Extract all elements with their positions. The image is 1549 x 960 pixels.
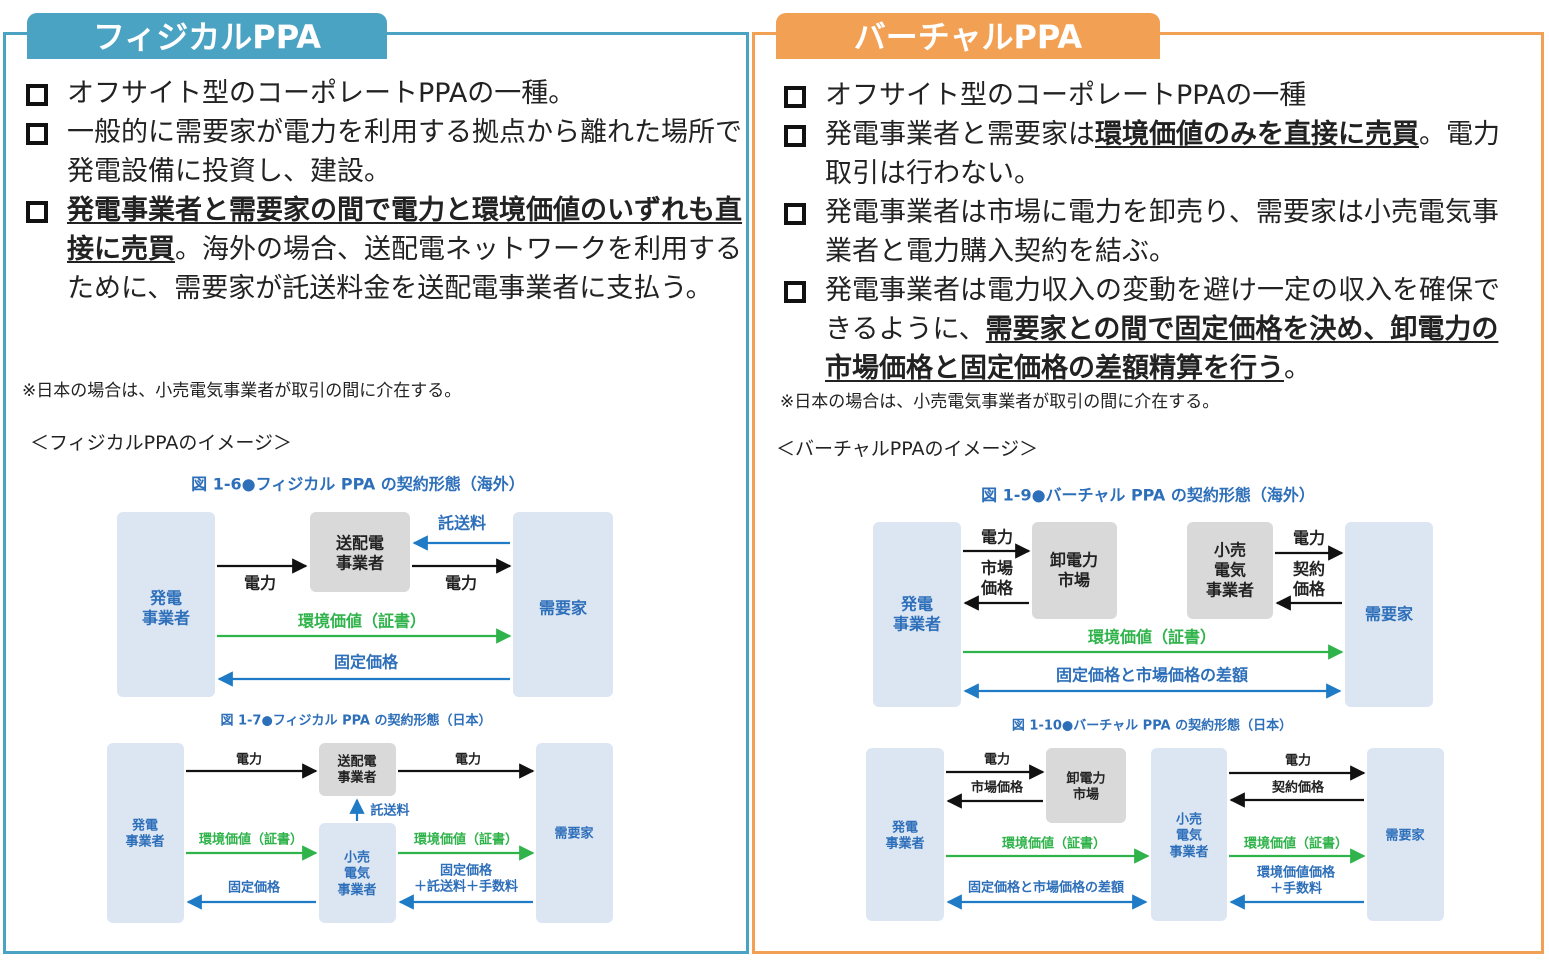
bullet-item: オフサイト型のコーポレートPPAの一種	[780, 76, 1525, 115]
grid-operator-label: 送配電事業者	[336, 753, 376, 785]
bullet-text: 一般的に需要家が電力を利用する拠点から離れた場所で発電設備に投資し、建設。	[67, 117, 742, 187]
bullet-text: 発電事業者は電力収入の変動を避け一定の収入を確保できるように、	[825, 275, 1500, 345]
bullet-item: 一般的に需要家が電力を利用する拠点から離れた場所で発電設備に投資し、建設。	[22, 113, 742, 191]
consumer-label: 需要家	[1365, 605, 1414, 624]
environmental-value-label: 環境価値（証書）	[1244, 836, 1348, 852]
virtual-ppa-tab: バーチャルPPA	[776, 13, 1160, 59]
bullet-text: 発電事業者と需要家は	[825, 119, 1095, 150]
environmental-value-label: 環境価値（証書）	[414, 832, 518, 848]
environmental-value-label: 環境価値（証書）	[1088, 628, 1216, 647]
bullet-text: 発電事業者は市場に電力を卸売り、需要家は小売電気事業者と電力購入契約を結ぶ。	[825, 197, 1499, 267]
fixed-price-label: 固定価格＋託送料＋手数料	[414, 862, 518, 894]
power-label: 電力	[1285, 753, 1311, 769]
retail-supplier-label: 小売電気事業者	[1169, 811, 1208, 860]
generator-box	[117, 512, 215, 697]
checkbox-square-icon	[26, 201, 48, 223]
wholesale-market-label: 卸電力市場	[1066, 770, 1105, 802]
emphasized-text: 環境価値のみを直接に売買	[1095, 119, 1419, 150]
price-difference-label: 固定価格と市場価格の差額	[968, 880, 1124, 896]
contract-price-label: 契約価格	[1271, 780, 1325, 796]
figure-title: 図 1-6●フィジカル PPA の契約形態（海外）	[191, 475, 525, 494]
consumer-box	[513, 512, 613, 697]
power-label: 電力	[984, 752, 1010, 768]
consumer-label: 需要家	[539, 599, 588, 618]
emphasized-text: 需要家との間で固定価格を決め、卸電力の市場価格と固定価格の差額精算を行う	[825, 314, 1499, 384]
wholesale-market-box	[1032, 522, 1117, 619]
bullet-item: 発電事業者と需要家の間で電力と環境価値のいずれも直接に売買。海外の場合、送配電ネ…	[22, 191, 742, 308]
power-label: 電力	[981, 528, 1013, 547]
grid-operator-label: 送配電事業者	[335, 534, 384, 573]
environmental-value-price-label: 環境価値価格＋手数料	[1257, 864, 1336, 896]
retail-supplier-box	[1187, 522, 1273, 619]
fixed-price-label: 固定価格	[228, 880, 281, 896]
retail-supplier-box	[319, 823, 396, 923]
generator-box	[107, 743, 184, 923]
figure-title: 図 1-7●フィジカル PPA の契約形態（日本）	[220, 713, 491, 729]
grid-operator-box	[319, 743, 396, 796]
wheeling-fee-label: 託送料	[370, 803, 409, 819]
power-label: 電力	[236, 752, 262, 768]
power-label: 電力	[1293, 529, 1325, 548]
contract-price-label: 契約価格	[1292, 560, 1326, 599]
bullet-item: 発電事業者は市場に電力を卸売り、需要家は小売電気事業者と電力購入契約を結ぶ。	[780, 193, 1525, 271]
environmental-value-label: 環境価値（証書）	[1002, 836, 1106, 852]
checkbox-square-icon	[26, 84, 48, 106]
fixed-price-label: 固定価格	[334, 653, 399, 672]
checkbox-square-icon	[26, 123, 48, 145]
market-price-label: 市場価格	[971, 780, 1024, 796]
bullet-text: 。海外の場合、送配電ネットワークを利用するために、需要家が託送料金を送配電事業者…	[67, 234, 742, 304]
virtual-ppa-note: ※日本の場合は、小売電気事業者が取引の間に介在する。	[780, 392, 1220, 412]
environmental-value-label: 環境価値（証書）	[199, 832, 303, 848]
figure-title: 図 1-10●バーチャル PPA の契約形態（日本）	[1012, 718, 1292, 734]
bullet-item: 発電事業者と需要家は環境価値のみを直接に売買。電力取引は行わない。	[780, 115, 1525, 193]
consumer-label: 需要家	[1385, 828, 1425, 844]
generator-label: 発電事業者	[142, 589, 190, 628]
virtual-ppa-image-label: ＜バーチャルPPAのイメージ＞	[776, 438, 1039, 460]
consumer-box	[1367, 748, 1444, 921]
wheeling-fee-label: 託送料	[438, 514, 486, 533]
consumer-label: 需要家	[554, 826, 594, 842]
consumer-box	[1345, 522, 1433, 707]
bullet-text: オフサイト型のコーポレートPPAの一種。	[67, 78, 576, 109]
power-label: 電力	[445, 574, 477, 593]
retail-supplier-label: 小売電気事業者	[337, 849, 376, 898]
checkbox-square-icon	[784, 86, 806, 108]
figure-title: 図 1-9●バーチャル PPA の契約形態（海外）	[981, 486, 1315, 505]
generator-label: 発電事業者	[893, 595, 941, 634]
physical-ppa-image-label: ＜フィジカルPPAのイメージ＞	[30, 432, 292, 454]
generator-label: 発電事業者	[885, 819, 924, 851]
power-label: 電力	[455, 752, 481, 768]
consumer-box	[536, 743, 613, 923]
bullet-text: オフサイト型のコーポレートPPAの一種	[825, 80, 1307, 111]
checkbox-square-icon	[784, 125, 806, 147]
wholesale-market-box	[1046, 748, 1126, 823]
physical-ppa-note: ※日本の場合は、小売電気事業者が取引の間に介在する。	[22, 381, 462, 401]
power-label: 電力	[244, 574, 276, 593]
retail-supplier-label: 小売電気事業者	[1206, 541, 1254, 600]
price-difference-label: 固定価格と市場価格の差額	[1056, 666, 1248, 685]
bullet-item: 発電事業者は電力収入の変動を避け一定の収入を確保できるように、需要家との間で固定…	[780, 271, 1525, 388]
physical-ppa-tab: フィジカルPPA	[27, 13, 387, 59]
wholesale-market-label: 卸電力市場	[1050, 551, 1098, 590]
grid-operator-box	[310, 512, 410, 592]
bullet-item: オフサイト型のコーポレートPPAの一種。	[22, 74, 742, 113]
checkbox-square-icon	[784, 281, 806, 303]
physical-ppa-bullet-list: オフサイト型のコーポレートPPAの一種。一般的に需要家が電力を利用する拠点から離…	[22, 74, 742, 308]
bullet-text: 。	[1284, 353, 1311, 384]
retail-supplier-box	[1151, 748, 1227, 921]
generator-box	[873, 522, 961, 707]
generator-label: 発電事業者	[125, 817, 164, 849]
environmental-value-label: 環境価値（証書）	[298, 612, 426, 631]
emphasized-text: 発電事業者と需要家の間で電力と環境価値のいずれも直接に売買	[67, 195, 742, 265]
checkbox-square-icon	[784, 203, 806, 225]
market-price-label: 市場価格	[980, 559, 1014, 598]
bullet-text: 。電力取引は行わない。	[825, 119, 1500, 189]
virtual-ppa-bullet-list: オフサイト型のコーポレートPPAの一種発電事業者と需要家は環境価値のみを直接に売…	[780, 76, 1525, 388]
generator-box	[866, 748, 944, 921]
